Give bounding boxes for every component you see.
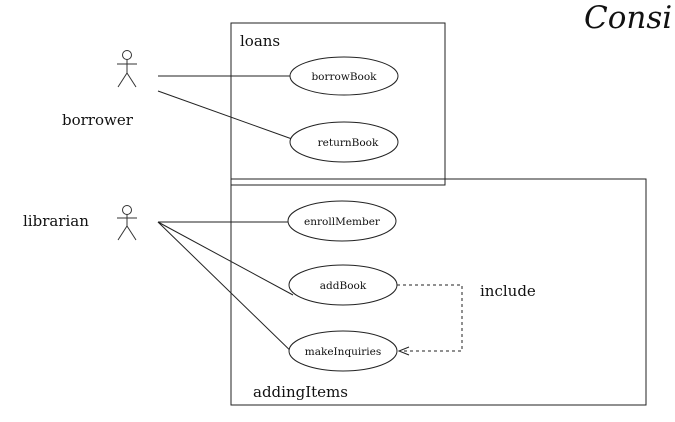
use-case-borrowbook: borrowBook [289, 56, 399, 96]
borrower-actor: borrower [62, 50, 137, 129]
association-librarian-addbook [157, 221, 294, 296]
use-case-enrollmember: enrollMember [287, 200, 397, 242]
include-label: include [480, 282, 536, 300]
loans-system-label: loans [240, 32, 280, 50]
use-case-addbook: addBook [288, 264, 398, 306]
use-case-returnbook-label: returnBook [318, 137, 379, 149]
borrower-label: borrower [62, 111, 134, 129]
use-case-returnbook-oval [289, 121, 399, 163]
borrower-stick-figure-icon [117, 50, 137, 88]
use-case-returnbook: returnBook [289, 121, 399, 163]
use-case-makeinquiries: makeInquiries [288, 330, 398, 372]
librarian-actor: librarian [23, 205, 137, 241]
association-borrower-returnbook [157, 90, 293, 140]
use-case-makeinquiries-label: makeInquiries [305, 346, 382, 358]
include-dependency-line [397, 284, 463, 352]
use-case-enrollmember-oval [287, 200, 397, 242]
use-case-enrollmember-label: enrollMember [304, 216, 381, 228]
use-case-makeinquiries-oval [288, 330, 398, 372]
include-arrowhead [397, 346, 410, 356]
association-librarian-makeinquiries [157, 221, 301, 361]
use-case-addbook-oval [288, 264, 398, 306]
adding-items-system-label: addingItems [253, 383, 348, 401]
loans-system-boundary [230, 22, 446, 186]
use-case-addbook-label: addBook [320, 280, 367, 292]
adding-items-system-boundary [230, 178, 647, 406]
use-case-borrowbook-oval [289, 56, 399, 96]
librarian-stick-figure-icon [117, 205, 137, 241]
page-heading: Consi [584, 0, 672, 36]
use-case-borrowbook-label: borrowBook [311, 71, 377, 83]
librarian-label: librarian [23, 212, 89, 230]
